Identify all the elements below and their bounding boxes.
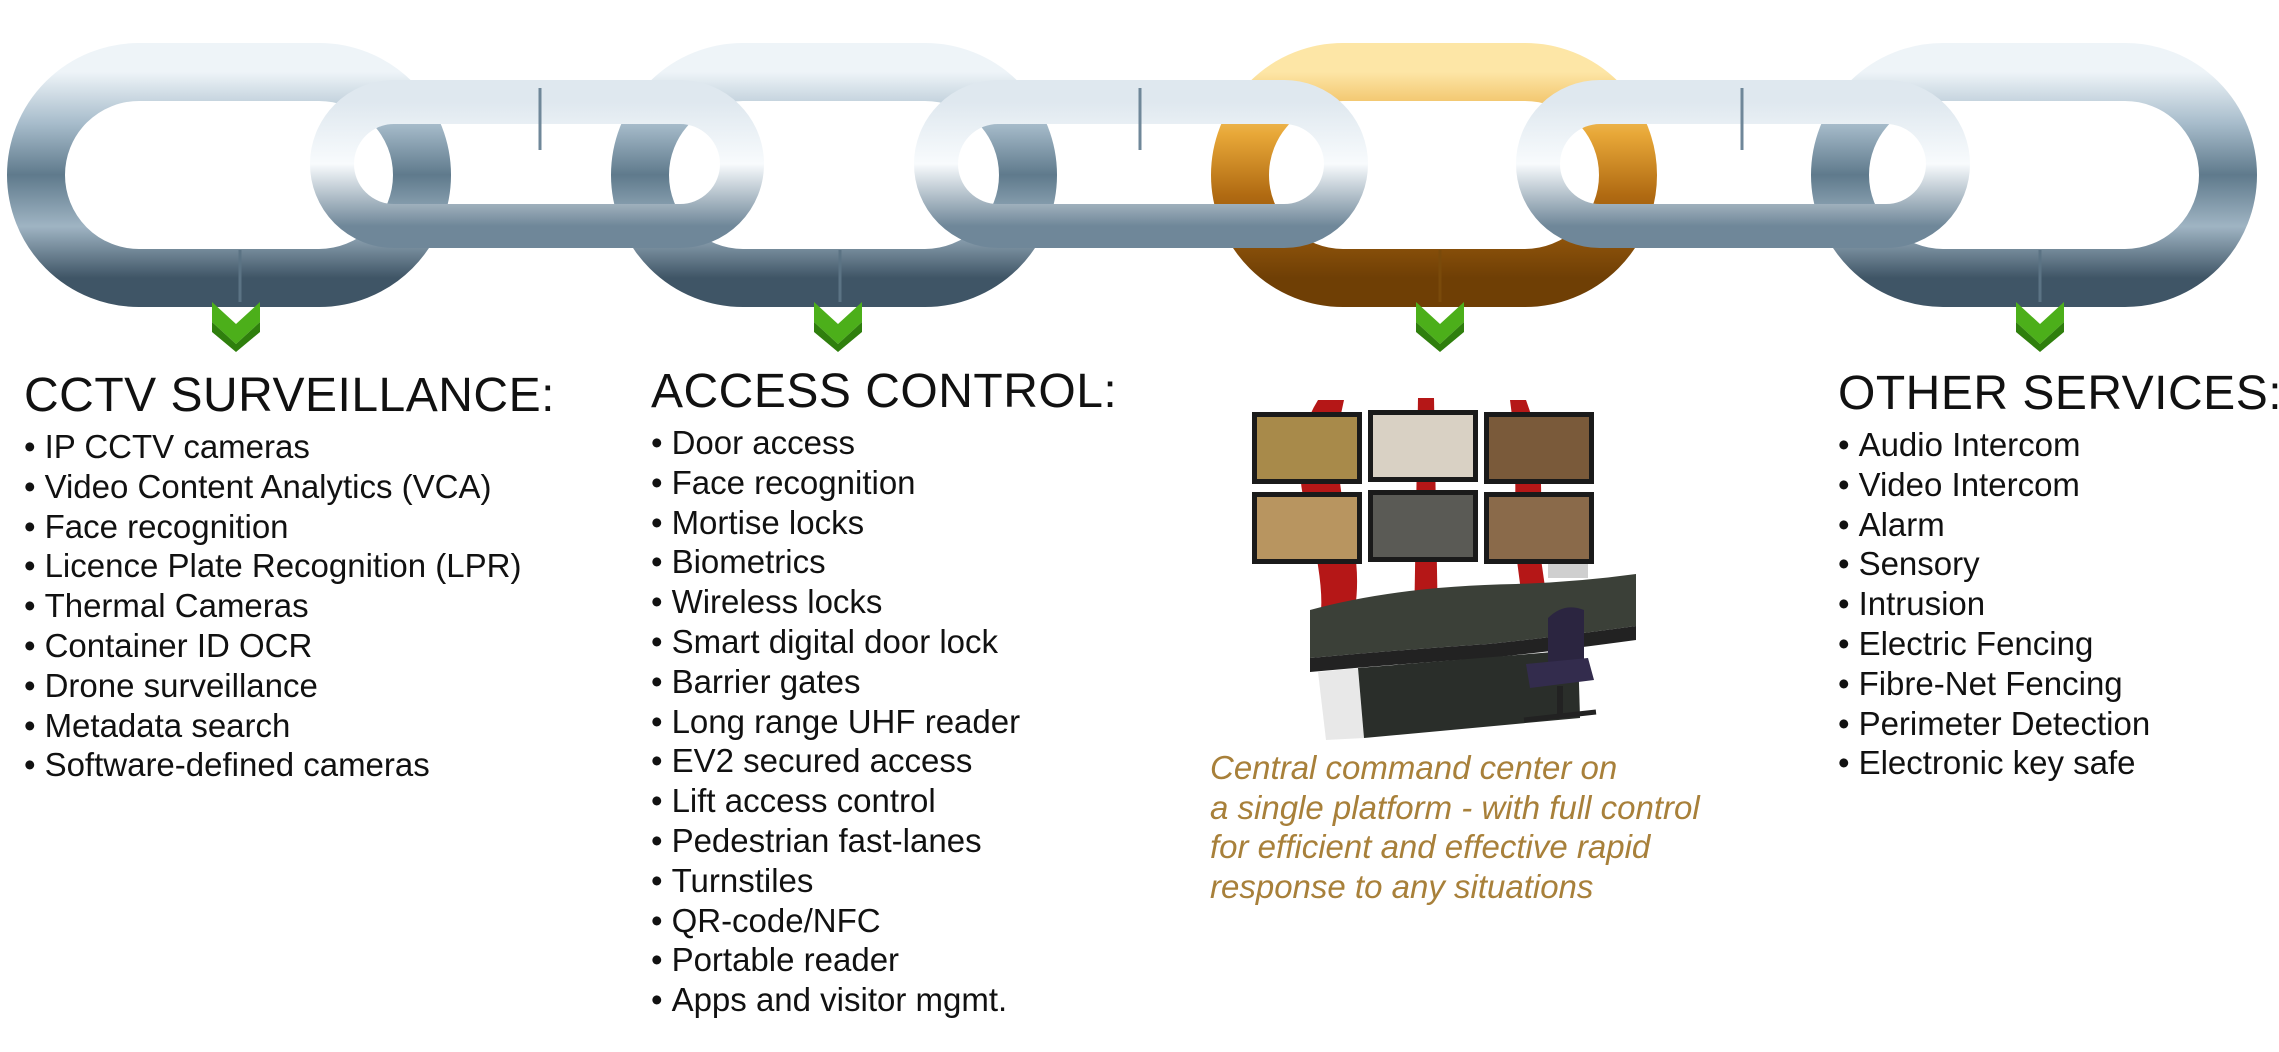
list-item: Software-defined cameras (24, 745, 555, 785)
list-item: Alarm (1838, 505, 2279, 545)
list-item: Face recognition (651, 463, 1117, 503)
list-item: Audio Intercom (1838, 425, 2279, 465)
chevron-down-icon (2016, 302, 2064, 352)
chain-link-steel (310, 80, 764, 248)
list-item: Apps and visitor mgmt. (651, 980, 1117, 1020)
list-item: Electronic key safe (1838, 743, 2279, 783)
chevron-down-icon (212, 302, 260, 352)
list-item: Lift access control (651, 781, 1117, 821)
list-item: Biometrics (651, 542, 1117, 582)
command-console-image (1252, 398, 1636, 740)
list-item: Long range UHF reader (651, 702, 1117, 742)
list-item: Video Intercom (1838, 465, 2279, 505)
list-item: EV2 secured access (651, 741, 1117, 781)
list-item: Pedestrian fast-lanes (651, 821, 1117, 861)
chain-graphic (7, 43, 2257, 307)
chevron-down-icon (1416, 302, 1464, 352)
chain-link-steel (914, 80, 1368, 248)
list-item: Metadata search (24, 706, 555, 746)
other-title: OTHER SERVICES: (1838, 367, 2279, 420)
list-item: Portable reader (651, 940, 1117, 980)
chain-link-steel (1516, 80, 1970, 248)
list-item: Sensory (1838, 544, 2279, 584)
list-item: Intrusion (1838, 584, 2279, 624)
caption-line: Central command center on (1210, 749, 1618, 786)
chain-link-steel (1811, 43, 2257, 307)
chain-link-steel (7, 43, 451, 307)
list-item: Perimeter Detection (1838, 704, 2279, 744)
list-item: Fibre-Net Fencing (1838, 664, 2279, 704)
list-item: IP CCTV cameras (24, 427, 555, 467)
cctv-title: CCTV SURVEILLANCE: (24, 369, 555, 422)
list-item: Licence Plate Recognition (LPR) (24, 546, 555, 586)
list-item: Wireless locks (651, 582, 1117, 622)
list-item: QR-code/NFC (651, 901, 1117, 941)
list-item: Smart digital door lock (651, 622, 1117, 662)
chain-link-steel (611, 43, 1057, 307)
chain-link-gold (1211, 43, 1657, 307)
list-item: Electric Fencing (1838, 624, 2279, 664)
cctv-list: IP CCTV cameras Video Content Analytics … (24, 427, 555, 785)
access-section: ACCESS CONTROL: Door access Face recogni… (651, 364, 1117, 1020)
access-title: ACCESS CONTROL: (651, 365, 1118, 418)
chevron-down-icon (814, 302, 862, 352)
caption-line: a single platform - with full control (1210, 788, 1700, 826)
caption-line: for efficient and effective rapid (1210, 828, 1651, 865)
caption-line: response to any situations (1210, 867, 1594, 905)
monitor-wall (1252, 410, 1594, 564)
list-item: Container ID OCR (24, 626, 555, 666)
list-item: Barrier gates (651, 662, 1117, 702)
list-item: Turnstiles (651, 861, 1117, 901)
cctv-section: CCTV SURVEILLANCE: IP CCTV cameras Video… (24, 368, 555, 785)
other-services-section: OTHER SERVICES: Audio Intercom Video Int… (1838, 366, 2279, 783)
other-list: Audio Intercom Video Intercom Alarm Sens… (1838, 425, 2279, 783)
list-item: Face recognition (24, 507, 555, 547)
list-item: Drone surveillance (24, 666, 555, 706)
list-item: Door access (651, 423, 1117, 463)
list-item: Video Content Analytics (VCA) (24, 467, 555, 507)
access-list: Door access Face recognition Mortise loc… (651, 423, 1117, 1020)
list-item: Thermal Cameras (24, 586, 555, 626)
command-center-caption: Central command center on a single platf… (1210, 748, 1830, 906)
list-item: Mortise locks (651, 503, 1117, 543)
